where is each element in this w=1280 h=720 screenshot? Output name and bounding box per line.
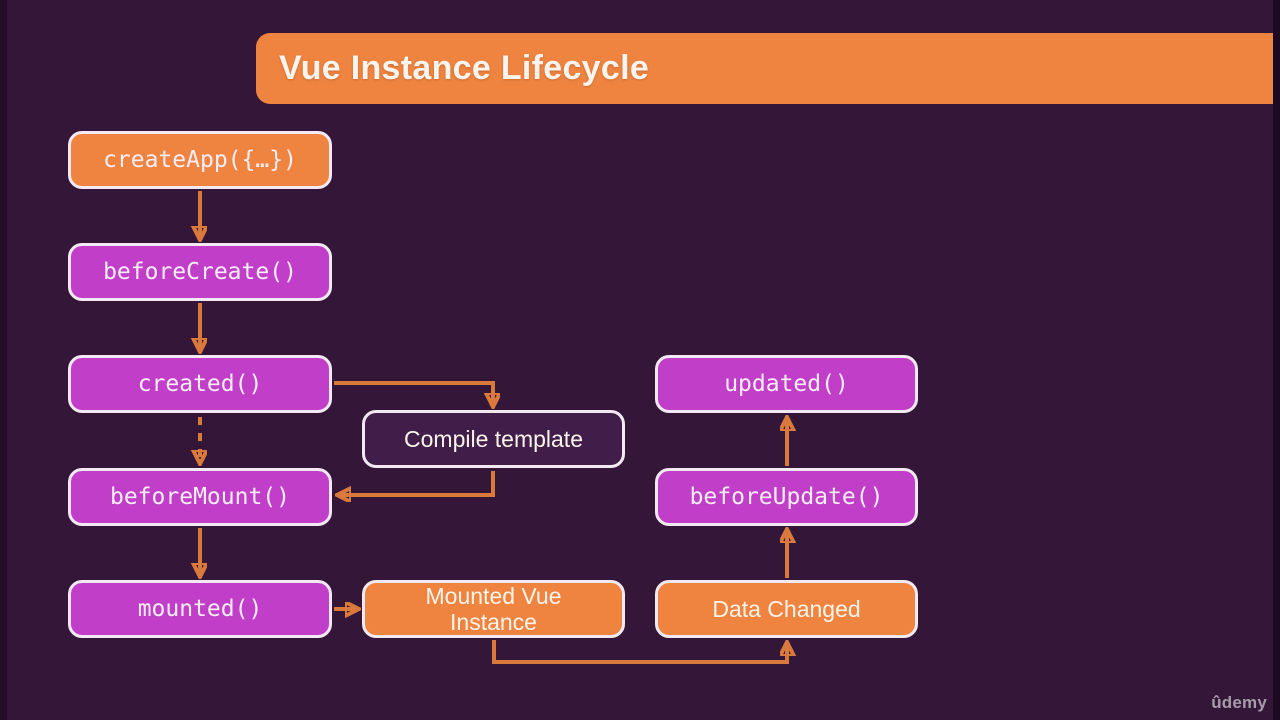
connector-created-to-compiletemplate (334, 381, 493, 404)
node-before-mount: beforeMount() (68, 468, 332, 526)
left-edge-strip (0, 0, 7, 720)
right-edge-strip (1273, 0, 1280, 720)
node-before-update: beforeUpdate() (655, 468, 918, 526)
node-updated-label: updated() (724, 370, 849, 397)
node-mounted-vue-instance: Mounted Vue Instance (362, 580, 625, 638)
node-mounted-label: mounted() (137, 595, 263, 622)
node-create-app: createApp({…}) (68, 131, 332, 189)
node-data-changed: Data Changed (655, 580, 918, 638)
node-updated: updated() (655, 355, 918, 413)
node-compile-template-label: Compile template (404, 425, 583, 452)
node-before-update-label: beforeUpdate() (689, 483, 884, 510)
node-before-mount-label: beforeMount() (109, 483, 290, 510)
node-mounted-vue-instance-label: Mounted Vue Instance (425, 582, 562, 635)
node-before-create-label: beforeCreate() (103, 258, 297, 285)
node-before-create: beforeCreate() (68, 243, 332, 301)
node-compile-template: Compile template (362, 410, 625, 468)
connector-compiletemplate-to-beforemount (340, 471, 495, 495)
node-data-changed-label: Data Changed (712, 595, 861, 622)
node-created-label: created() (137, 370, 263, 397)
title-bar: Vue Instance Lifecycle (256, 33, 1280, 104)
page-title: Vue Instance Lifecycle (279, 49, 650, 87)
node-mounted: mounted() (68, 580, 332, 638)
node-created: created() (68, 355, 332, 413)
connector-mountedvue-to-datachanged (492, 640, 787, 664)
udemy-logo: ûdemy (1211, 693, 1267, 712)
node-create-app-label: createApp({…}) (103, 146, 297, 173)
